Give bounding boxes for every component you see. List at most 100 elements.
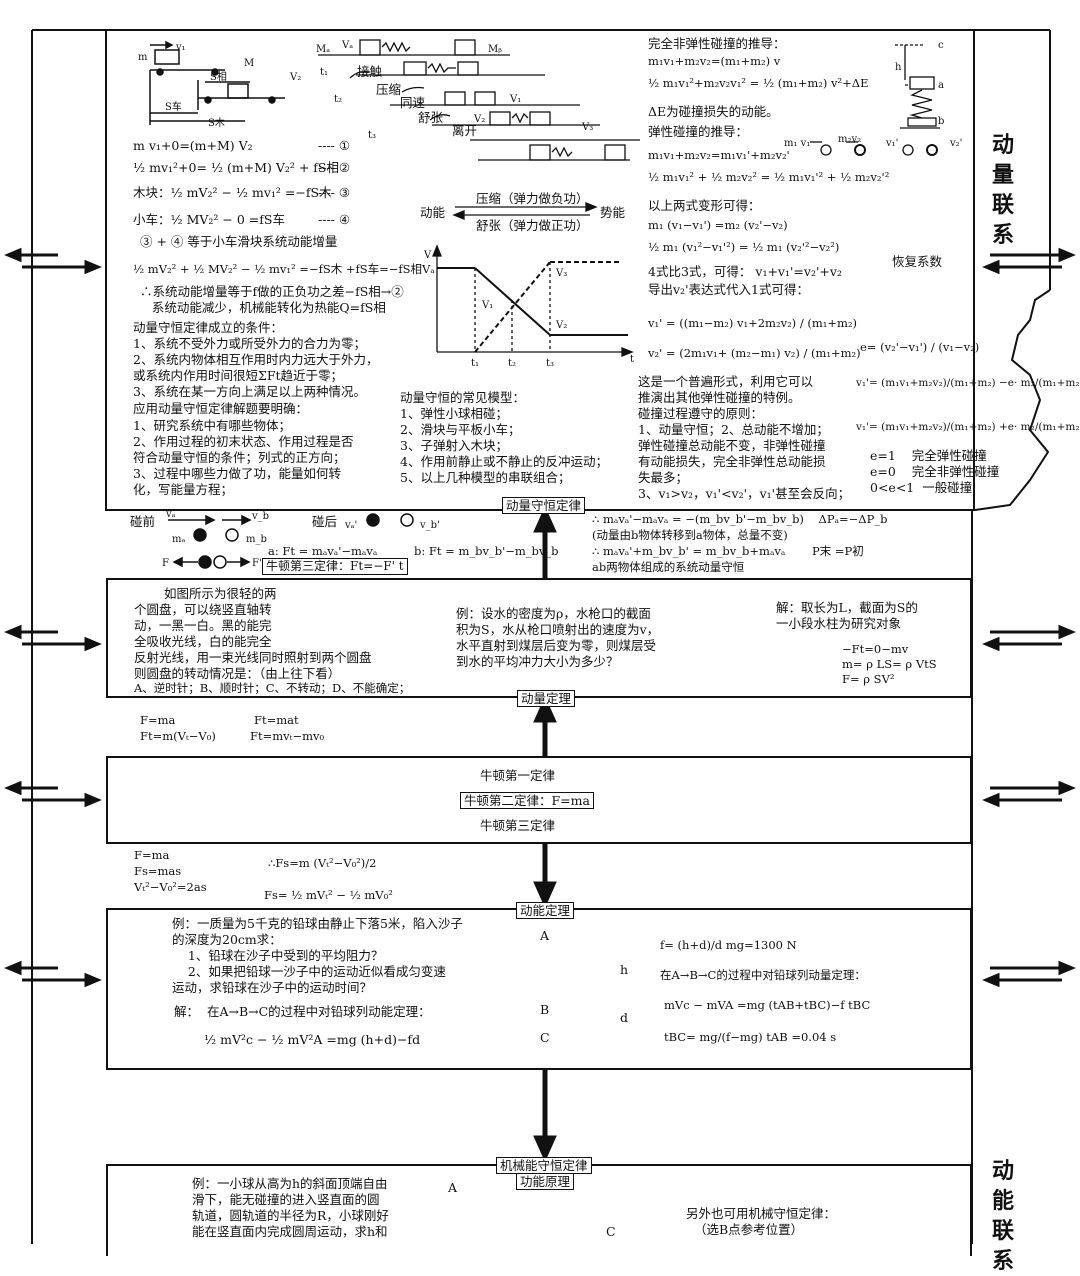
svg-text:V₂: V₂ [473,114,485,125]
r7: 以上两式变形可得： [648,198,761,213]
label-work-energy: 功能原理 [516,1173,575,1190]
cond-8: 符合动量守恒的条件；列式的正方向； [133,450,346,465]
model-1: 1、弹性小球相碰； [400,406,508,421]
sol-1: 一小段水柱为研究对象 [776,616,902,631]
r10: 4式比3式，可得： v₁+v₁'=v₂'+v₂ [648,264,842,279]
center-arrows [533,505,557,1163]
m-2: 轨道，圆轨道的半径为R，小球刚好 [192,1208,389,1223]
b2-b: Fs=mas [134,864,182,878]
pt-A: A [540,928,550,943]
m-pt-A: A [448,1180,458,1195]
svg-text:c: c [938,40,944,51]
model-2: 2、滑块与平板小车； [400,422,521,437]
disk-1: 个圆盘，可以绕竖直轴转 [134,602,272,617]
m-0: 例：一小球从高为h的斜面顶端自由 [192,1176,388,1191]
svg-text:m₂v₂: m₂v₂ [838,134,861,145]
cond-7: 2、作用过程的初末状态、作用过程是否 [133,434,354,449]
svg-text:v₁': v₁' [885,138,898,149]
disk-4: 反射光线，用一束光线同时照射到两个圆盘 [134,650,372,665]
label-mech-energy: 机械能守恒定律 [496,1157,592,1174]
svg-text:S木: S木 [208,117,225,129]
b2-d: ∴Fs=m (Vₜ²−V₀²)/2 [268,856,377,870]
kr-2: mVc − mVA =mg (tAB+tBC)−f tBC [664,998,871,1012]
eq-a: a: Ft = mₐvₐ'−mₐvₐ [268,544,378,558]
svg-text:vₐ': vₐ' [344,520,357,531]
r15: 推演出其他弹性碰撞的特例。 [638,390,801,405]
pt-B: B [540,1002,550,1017]
eq-num-4: ---- ④ [318,212,351,227]
svg-text:t₁: t₁ [471,358,479,369]
svg-text:v₂': v₂' [949,138,962,149]
process-leave: 离开 [452,123,478,138]
kr-3: tBC= mg/(f−mg) tAB =0.04 s [664,1030,837,1044]
disk-5: 则圆盘的转动情况是：（由上往下看） [134,666,341,681]
r1: m₁v₁+m₂v₂=(m₁+m₂) v [648,54,781,68]
r14: 这是一个普遍形式，利用它可以 [638,374,814,389]
water-0: 例：设水的密度为ρ，水枪口的截面 [456,606,651,621]
result-2: (动量由b物体转移到a物体，总量不变) [592,528,788,542]
result-3: ∴ mₐvₐ'+m_bv_b' = m_bv_b+mₐvₐ [592,544,786,558]
svg-text:vₐ: vₐ [165,509,176,520]
svg-text:t₃: t₃ [546,358,554,369]
m-r0: 另外也可用机械守恒定律： [686,1206,837,1221]
r19: 有动能损失，完全非弹性总动能损 [638,454,826,469]
r16: 碰撞过程遵守的原则： [638,406,764,421]
b2-a: F=ma [134,848,170,862]
pt-h: h [620,962,629,977]
b2-c: Vₜ²−V₀²=2as [134,880,207,894]
svg-text:Mᵦ: Mᵦ [488,44,502,55]
label-kinetic-energy-theorem: 动能定理 [516,902,575,919]
svg-text:m: m [138,52,148,63]
restitution-label: 恢复系数 [892,254,943,269]
label-momentum-theorem: 动量定理 [517,690,576,707]
r18: 弹性碰撞总动能不变，非弹性碰撞 [638,438,826,453]
svg-text:v₁: v₁ [175,42,186,53]
side-arrows [4,247,1076,988]
k-4: 运动，求铅球在沙子中的运动时间？ [172,980,373,995]
system-eq: ½ mV₂² + ½ MV₂² − ½ mv₁² =−fS木 +fS车=−fS相… [133,262,435,276]
sol-eq-2: F= ρ SV² [842,672,895,686]
k-5: 解： 在A→B→C的过程中对铅球列动能定理： [174,1004,431,1019]
r11: 导出v₂'表达式代入1式可得： [648,282,809,297]
process-compress: 压缩 [376,82,402,97]
r4: 弹性碰撞的推导： [648,124,749,139]
r12: v₁' = ((m₁−m₂) v₁+2m₂v₂) / (m₁+m₂) [648,316,857,330]
result-4: ab两物体组成的系统动量守恒 [592,560,745,574]
r17: 1、动量守恒；2、总动能不增加； [638,422,829,437]
flow-right: 势能 [600,205,626,220]
before-label: 碰前 [130,514,156,529]
newton1: 牛顿第一定律 [480,768,556,783]
flow-top: 压缩（弹力做负功） [476,191,589,206]
model-5: 5、以上几种模型的串联组合； [400,470,571,485]
disk-3: 全吸收光线，白的能完全 [134,634,272,649]
eq-4: 小车：½ MV₂² − 0 =fS车 [133,212,285,227]
p-eq: P末 =P初 [812,544,864,558]
newton2: 牛顿第二定律：F=ma [460,792,594,809]
k-1: 的深度为20cm求： [172,932,282,947]
disk-0: 如图所示为很轻的两 [164,586,277,601]
k-6: ½ mV²c − ½ mV²A =mg (h+d)−fd [204,1032,421,1047]
cond-10: 化，写能量方程； [133,482,234,497]
e-definition: e= (v₂'−v₁') / (v₁−v₂) [860,340,980,354]
momentum-theorem-box: 如图所示为很轻的两 个圆盘，可以绕竖直轴转 动，一黑一白。黑的能完 全吸收光线，… [106,578,972,698]
b1-d: Ft=mvₜ−mv₀ [250,729,325,743]
eq-num-3: ---- ③ [318,185,351,200]
r13: v₂' = (2m₁v₁+ (m₂−m₁) v₂) / (m₁+m₂) [648,346,861,360]
eq-num-1: ---- ① [318,138,351,153]
flow-bottom: 舒张（弹力做正功） [476,218,589,233]
process-contact: 接触 [357,64,383,79]
svg-text:V₂: V₂ [289,72,301,83]
svg-text:V₂: V₂ [555,320,567,331]
e-case-3: 0<e<1 一般碰撞 [870,480,973,495]
after-label: 碰后 [312,514,338,529]
v1p-eq-a: v₁'= (m₁v₁+m₂v₂)/(m₁+m₂) −e· m₂/(m₁+m₂) … [856,377,1080,389]
eq-3: 木块：½ mV₂² − ½ mv₁² =−fS木 [133,185,332,200]
m-pt-C: C [606,1224,616,1239]
side-label-energy: 动 能 联 系 [991,1158,1014,1274]
water-3: 到水的平均冲力大小为多少？ [456,654,619,669]
water-1: 积为S，水从枪口喷射出的速度为v， [456,622,660,637]
m-3: 能在竖直面内完成圆周运动，求h和 [192,1224,388,1239]
water-2: 水平直射到煤层后变为零，则煤层受 [456,638,657,653]
side-label-momentum: 动 量 联 系 [991,132,1014,248]
